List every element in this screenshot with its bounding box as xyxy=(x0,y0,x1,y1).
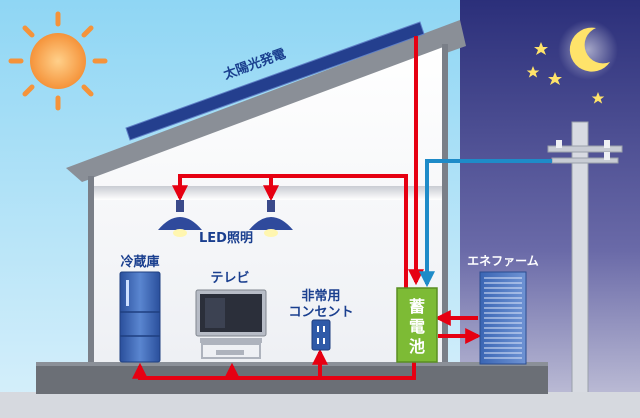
tv-icon xyxy=(195,289,267,359)
battery-label-char: 電 xyxy=(409,317,425,336)
outlet-icon xyxy=(311,319,331,351)
fridge-label: 冷蔵庫 xyxy=(120,254,159,270)
star-icon xyxy=(591,92,605,104)
ceiling-lamp-icon xyxy=(158,200,202,237)
grid-power-line xyxy=(419,159,552,288)
battery-output-line xyxy=(132,348,416,380)
battery-label-char: 池 xyxy=(409,337,425,356)
solar-panel-icon xyxy=(125,21,425,141)
star-icon xyxy=(534,42,548,55)
battery-label-char: 蓄 xyxy=(409,297,425,316)
outlet-label-line2: コンセント xyxy=(288,305,353,320)
tv-label: テレビ xyxy=(210,270,249,286)
battery-icon xyxy=(396,287,438,363)
ground xyxy=(0,392,640,418)
enefarm-label: エネファーム xyxy=(467,254,539,268)
solar-power-line xyxy=(172,36,424,288)
house-roof xyxy=(66,20,466,182)
outlet-label-line1: 非常用 xyxy=(301,288,340,304)
fridge-icon xyxy=(119,271,161,363)
star-icon xyxy=(548,72,562,85)
moon-icon xyxy=(558,20,618,80)
enefarm-unit-icon xyxy=(479,271,527,365)
led-label: LED照明 xyxy=(199,231,253,246)
sun-icon xyxy=(8,11,108,111)
ceiling-lamp-icon xyxy=(249,200,293,237)
star-icon xyxy=(526,66,540,78)
enefarm-battery-line xyxy=(434,310,482,344)
